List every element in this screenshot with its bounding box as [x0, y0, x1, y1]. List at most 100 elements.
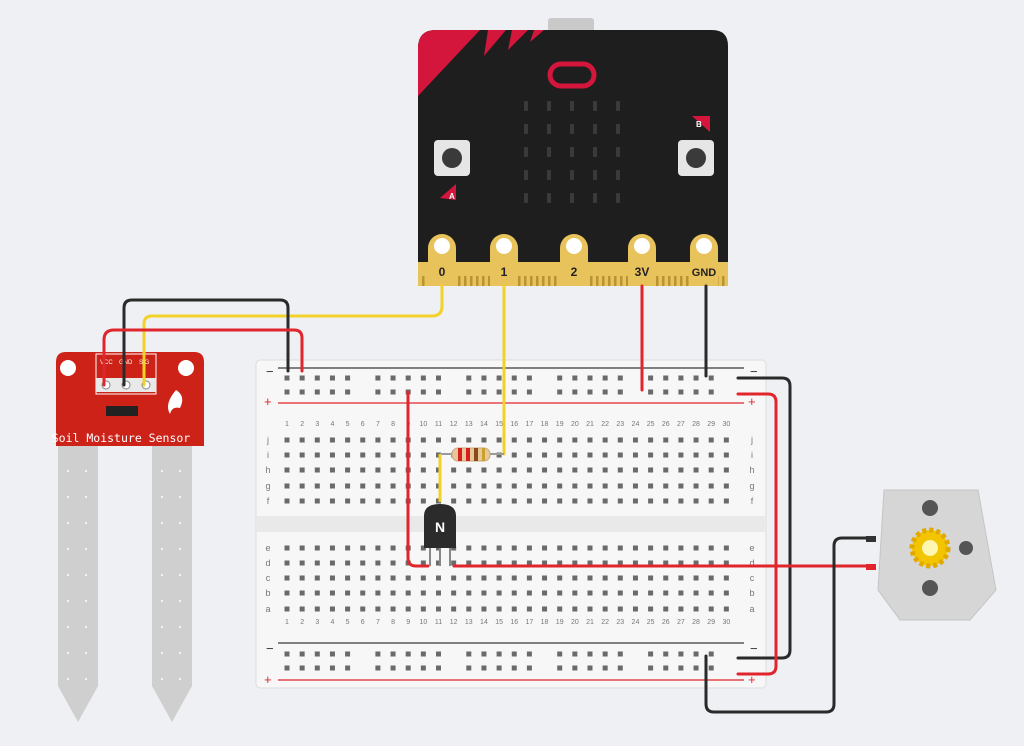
breadboard-hole[interactable]	[557, 590, 563, 596]
rail-hole[interactable]	[708, 651, 714, 657]
rail-hole[interactable]	[526, 375, 532, 381]
rail-hole[interactable]	[693, 651, 699, 657]
breadboard-hole[interactable]	[723, 483, 729, 489]
rail-hole[interactable]	[511, 651, 517, 657]
breadboard-hole[interactable]	[511, 575, 517, 581]
breadboard-hole[interactable]	[693, 467, 699, 473]
breadboard-hole[interactable]	[723, 467, 729, 473]
breadboard-hole[interactable]	[329, 575, 335, 581]
breadboard-hole[interactable]	[329, 483, 335, 489]
pin-3v[interactable]: 3V	[628, 234, 656, 286]
breadboard-hole[interactable]	[481, 560, 487, 566]
breadboard-hole[interactable]	[723, 560, 729, 566]
rail-hole[interactable]	[436, 665, 441, 671]
breadboard-hole[interactable]	[451, 560, 457, 566]
rail-hole[interactable]	[375, 665, 381, 671]
breadboard-hole[interactable]	[542, 590, 548, 596]
breadboard-hole[interactable]	[557, 452, 563, 458]
breadboard-hole[interactable]	[345, 498, 351, 504]
breadboard-hole[interactable]	[466, 483, 472, 489]
rail-hole[interactable]	[481, 389, 487, 395]
breadboard-hole[interactable]	[693, 575, 699, 581]
breadboard-hole[interactable]	[451, 606, 457, 612]
breadboard-hole[interactable]	[648, 590, 654, 596]
breadboard-hole[interactable]	[466, 560, 472, 566]
breadboard-hole[interactable]	[390, 545, 396, 551]
breadboard-hole[interactable]	[299, 560, 305, 566]
breadboard-hole[interactable]	[617, 560, 623, 566]
breadboard-hole[interactable]	[481, 575, 487, 581]
breadboard-hole[interactable]	[405, 590, 411, 596]
breadboard-hole[interactable]	[617, 483, 623, 489]
breadboard-hole[interactable]	[617, 467, 623, 473]
breadboard-hole[interactable]	[708, 560, 714, 566]
rail-hole[interactable]	[663, 375, 669, 381]
breadboard-hole[interactable]	[390, 467, 396, 473]
breadboard-hole[interactable]	[451, 437, 457, 443]
breadboard-hole[interactable]	[390, 452, 396, 458]
pin-2[interactable]: 2	[560, 234, 588, 286]
breadboard-hole[interactable]	[708, 575, 714, 581]
breadboard-hole[interactable]	[420, 483, 426, 489]
breadboard-hole[interactable]	[375, 606, 381, 612]
rail-hole[interactable]	[587, 375, 593, 381]
breadboard-hole[interactable]	[663, 575, 669, 581]
breadboard-hole[interactable]	[587, 606, 593, 612]
breadboard-hole[interactable]	[390, 483, 396, 489]
breadboard-hole[interactable]	[587, 560, 593, 566]
breadboard-hole[interactable]	[284, 467, 290, 473]
rail-hole[interactable]	[572, 665, 578, 671]
rail-hole[interactable]	[466, 389, 472, 395]
breadboard-hole[interactable]	[693, 590, 699, 596]
breadboard-hole[interactable]	[678, 467, 684, 473]
breadboard-hole[interactable]	[708, 545, 714, 551]
rail-hole[interactable]	[284, 651, 290, 657]
rail-hole[interactable]	[420, 375, 426, 381]
breadboard-hole[interactable]	[693, 545, 699, 551]
breadboard-hole[interactable]	[572, 437, 578, 443]
breadboard-hole[interactable]	[345, 452, 351, 458]
breadboard-hole[interactable]	[511, 452, 517, 458]
breadboard-hole[interactable]	[299, 452, 305, 458]
rail-hole[interactable]	[511, 665, 517, 671]
breadboard-hole[interactable]	[542, 483, 548, 489]
breadboard-hole[interactable]	[481, 590, 487, 596]
breadboard-hole[interactable]	[572, 590, 578, 596]
rail-hole[interactable]	[708, 375, 714, 381]
rail-hole[interactable]	[587, 651, 593, 657]
breadboard-hole[interactable]	[284, 575, 290, 581]
breadboard-hole[interactable]	[329, 545, 335, 551]
rail-hole[interactable]	[299, 389, 305, 395]
breadboard-hole[interactable]	[693, 560, 699, 566]
breadboard-hole[interactable]	[617, 498, 623, 504]
breadboard-hole[interactable]	[314, 467, 320, 473]
rail-hole[interactable]	[572, 651, 578, 657]
breadboard-hole[interactable]	[451, 467, 457, 473]
breadboard-hole[interactable]	[526, 606, 532, 612]
breadboard-hole[interactable]	[648, 575, 654, 581]
breadboard-hole[interactable]	[390, 575, 396, 581]
breadboard-hole[interactable]	[314, 606, 320, 612]
rail-hole[interactable]	[375, 375, 381, 381]
breadboard-hole[interactable]	[678, 483, 684, 489]
breadboard-hole[interactable]	[496, 575, 502, 581]
breadboard-hole[interactable]	[390, 560, 396, 566]
rail-hole[interactable]	[390, 389, 396, 395]
breadboard-hole[interactable]	[572, 575, 578, 581]
breadboard-hole[interactable]	[345, 545, 351, 551]
rail-hole[interactable]	[557, 389, 563, 395]
breadboard-hole[interactable]	[360, 545, 366, 551]
breadboard-hole[interactable]	[496, 437, 502, 443]
breadboard-hole[interactable]	[617, 606, 623, 612]
rail-hole[interactable]	[314, 389, 320, 395]
breadboard-hole[interactable]	[466, 437, 472, 443]
pin-gnd[interactable]: GND	[690, 234, 718, 286]
button-a[interactable]: A	[434, 140, 470, 201]
breadboard-hole[interactable]	[496, 545, 502, 551]
rail-hole[interactable]	[693, 389, 699, 395]
breadboard-hole[interactable]	[602, 560, 608, 566]
breadboard-hole[interactable]	[542, 606, 548, 612]
breadboard-hole[interactable]	[663, 452, 669, 458]
breadboard-hole[interactable]	[526, 498, 532, 504]
breadboard-hole[interactable]	[420, 590, 426, 596]
